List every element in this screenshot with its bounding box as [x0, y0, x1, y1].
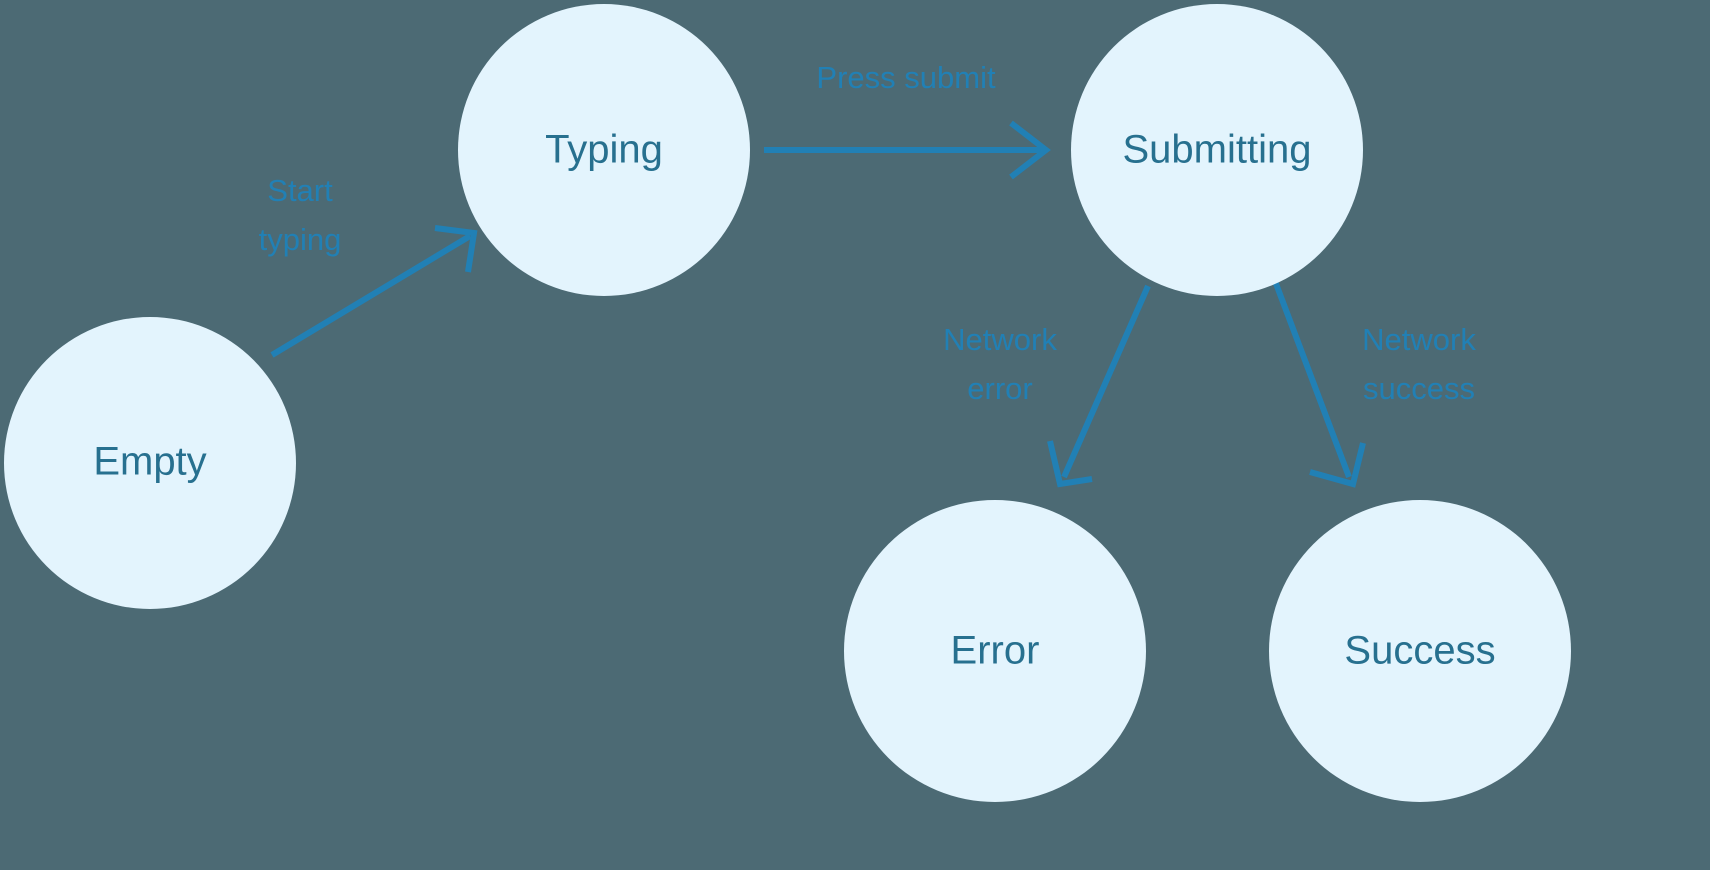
edge-network-error	[1047, 284, 1151, 488]
node-error-label: Error	[951, 629, 1040, 673]
edge-label-press-submit-line1: Press submit	[816, 60, 996, 95]
edge-network-success-arrowhead	[1309, 442, 1366, 488]
edge-label-network-error-line2: error	[967, 371, 1032, 406]
node-submitting-circle[interactable]	[1071, 4, 1363, 296]
node-success-circle[interactable]	[1269, 500, 1571, 802]
node-empty-circle[interactable]	[4, 317, 296, 609]
edge-start-typing-arrowhead	[434, 225, 478, 273]
edge-label-network-success-line2: success	[1363, 371, 1475, 406]
edge-label-network-success-line1: Network	[1362, 322, 1476, 357]
node-submitting[interactable]: Submitting	[1071, 4, 1363, 296]
node-typing-circle[interactable]	[458, 4, 750, 296]
node-empty[interactable]: Empty	[4, 317, 296, 609]
edge-network-error-arrowhead	[1047, 440, 1093, 488]
edge-network-success-line	[1272, 279, 1352, 479]
edge-label-start-typing-line1: Start	[267, 173, 333, 208]
edge-network-error-line	[1061, 284, 1151, 479]
node-empty-label: Empty	[93, 440, 206, 484]
node-submitting-label: Submitting	[1123, 128, 1312, 172]
node-typing-label: Typing	[545, 128, 663, 172]
node-error-circle[interactable]	[844, 500, 1146, 802]
edge-label-network-error: Network error	[943, 322, 1057, 406]
node-typing[interactable]: Typing	[458, 4, 750, 296]
edge-label-network-error-line1: Network	[943, 322, 1057, 357]
edge-start-typing-line	[270, 233, 472, 358]
edge-start-typing	[270, 225, 478, 358]
edge-label-start-typing-line2: typing	[259, 222, 342, 257]
edge-label-start-typing: Start typing	[259, 173, 342, 257]
edge-label-press-submit: Press submit	[816, 60, 996, 95]
edge-press-submit-arrowhead	[1009, 120, 1051, 180]
edge-label-network-success: Network success	[1362, 322, 1476, 406]
node-success-label: Success	[1344, 629, 1495, 673]
edge-press-submit	[764, 120, 1051, 180]
node-success[interactable]: Success	[1269, 500, 1571, 802]
edge-network-success	[1272, 279, 1366, 488]
node-error[interactable]: Error	[844, 500, 1146, 802]
